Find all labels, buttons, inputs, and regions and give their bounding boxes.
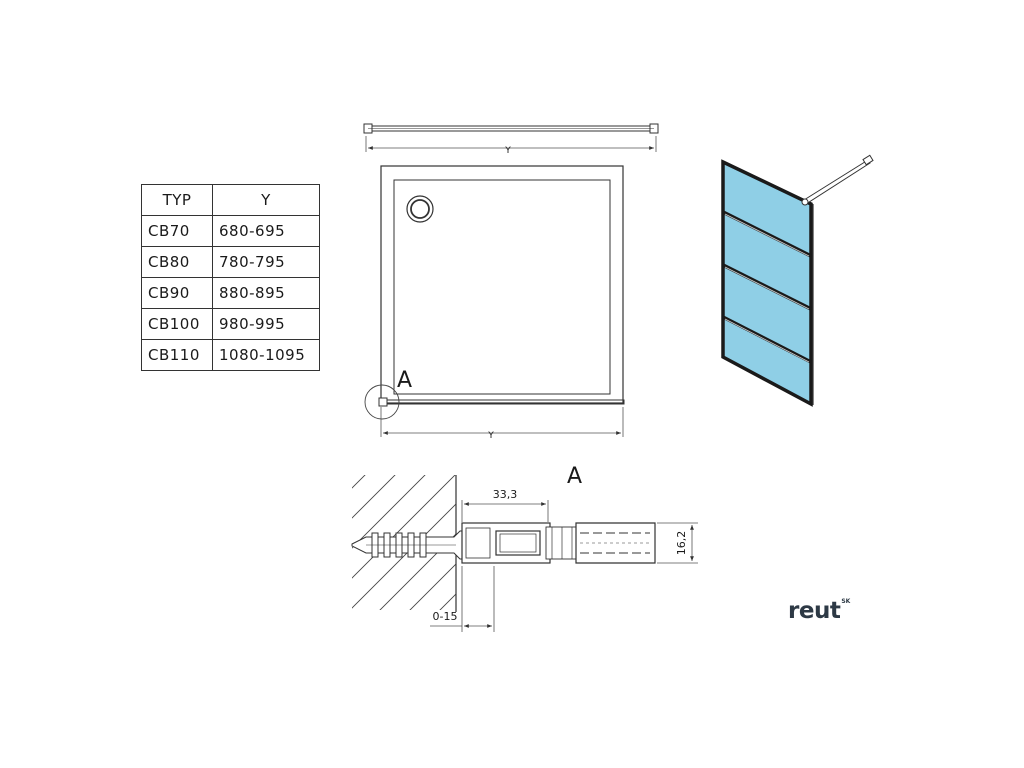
table-header-row: TYP Y	[141, 184, 320, 216]
brand-logo-text: reut	[788, 598, 841, 624]
table-cell-typ: CB110	[141, 339, 213, 371]
dimension-top	[365, 136, 657, 152]
table-cell-typ: CB90	[141, 277, 213, 309]
top-profile	[363, 123, 659, 134]
table-cell-y: 980-995	[212, 308, 320, 340]
support-arm	[801, 154, 874, 206]
shower-tray	[378, 165, 625, 407]
table-header-typ: TYP	[141, 184, 213, 216]
dimension-height	[657, 522, 698, 564]
dimension-gap-label: 0-15	[433, 610, 458, 623]
table-row: CB90 880-895	[141, 277, 320, 309]
dimension-gap	[430, 566, 495, 632]
table-row: CB80 780-795	[141, 246, 320, 278]
dimension-width	[461, 500, 549, 522]
table-row: CB100 980-995	[141, 308, 320, 340]
dimension-width-label: 33,3	[493, 488, 518, 501]
detail-circle	[364, 384, 400, 420]
glass-panel	[721, 154, 874, 407]
detail-title: A	[567, 464, 582, 489]
table-cell-typ: CB80	[141, 246, 213, 278]
dimension-bottom	[380, 407, 624, 437]
table-row: CB110 1080-1095	[141, 339, 320, 371]
dimension-height-label: 16,2	[675, 531, 688, 556]
dimension-bottom-label: Y	[487, 431, 494, 441]
table-cell-y: 780-795	[212, 246, 320, 278]
detail-marker-label: A	[397, 368, 412, 393]
table-header-y: Y	[212, 184, 320, 216]
brand-logo-suffix: SK	[841, 598, 851, 606]
wall-anchor	[351, 530, 471, 560]
table-cell-y: 880-895	[212, 277, 320, 309]
table-cell-y: 1080-1095	[212, 339, 320, 371]
brand-logo: reutSK	[788, 598, 850, 624]
spec-table: TYP Y CB70 680-695 CB80 780-795 CB90 880…	[141, 184, 320, 371]
dimension-top-label: Y	[504, 146, 511, 156]
glass-section	[575, 522, 656, 564]
drain-icon	[406, 195, 434, 223]
wall-profile	[461, 522, 577, 564]
